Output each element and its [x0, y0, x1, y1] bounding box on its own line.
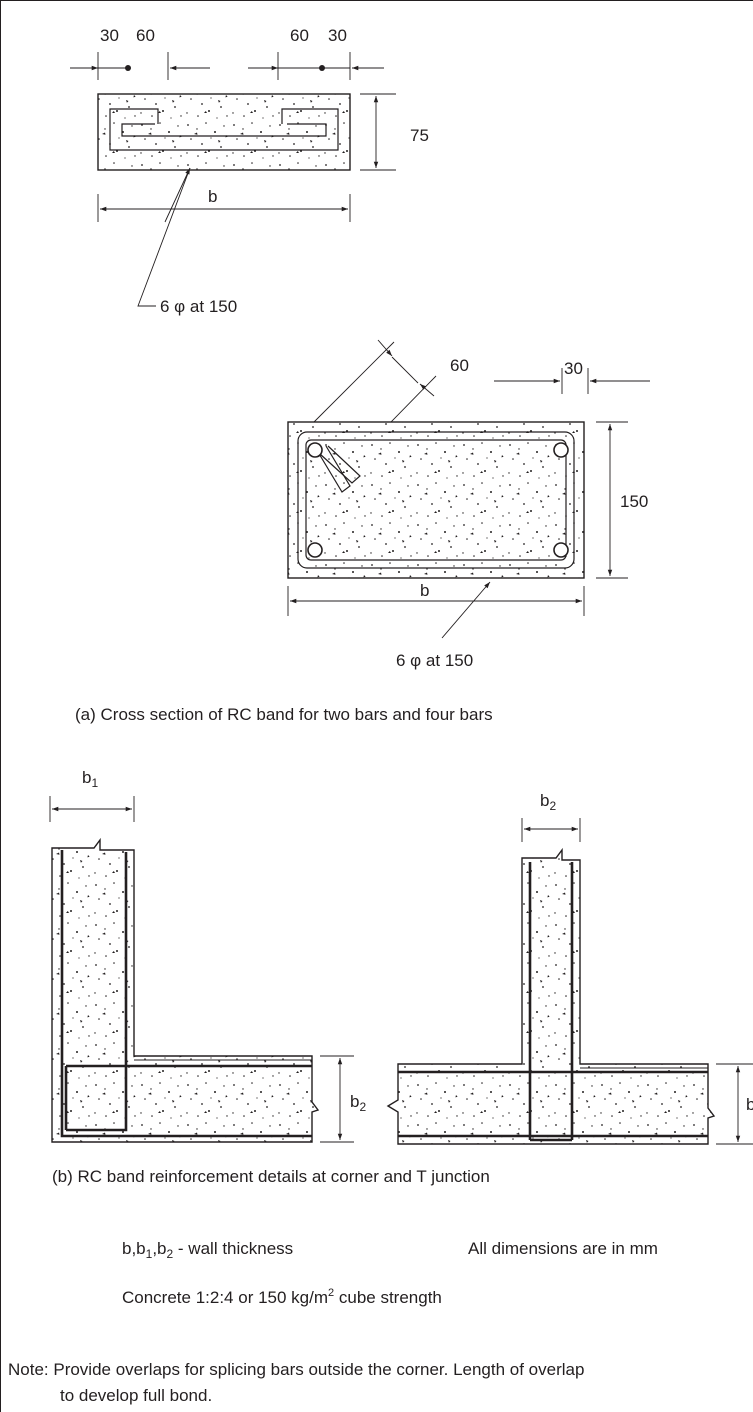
caption-b: (b) RC band reinforcement details at cor… [52, 1167, 490, 1186]
dim-hook-right: 60 [290, 26, 309, 45]
t-junction-detail: b2 b [386, 791, 753, 1145]
dim-cover-left: 30 [100, 26, 119, 45]
dim-cover-30: 30 [564, 359, 583, 378]
four-bar-stirrup [297, 431, 575, 569]
dim-width-b-four: b [420, 581, 429, 600]
stirrup-label-four-bar: 6 φ at 150 [396, 651, 473, 670]
dim-cover-right: 30 [328, 26, 347, 45]
dim-b2-t: b2 [540, 791, 556, 813]
stirrup-label-two-bar: 6 φ at 150 [160, 297, 237, 316]
note-line-2: to develop full bond. [60, 1386, 212, 1405]
bar-bottom-right [553, 542, 569, 558]
bar-top-left [307, 442, 323, 458]
dim-hook-60: 60 [450, 356, 469, 375]
two-bar-section: 30 60 60 30 75 b 6 φ at 150 [70, 26, 429, 316]
corner-outer-bar [60, 850, 312, 1138]
bar-top-right [553, 442, 569, 458]
t-concrete [386, 847, 716, 1145]
corner-concrete [51, 837, 320, 1143]
caption-a: (a) Cross section of RC band for two bar… [75, 705, 493, 724]
legend-units: All dimensions are in mm [468, 1239, 658, 1258]
dim-depth-75: 75 [410, 126, 429, 145]
dim-width-b: b [208, 187, 217, 206]
four-bar-concrete [287, 421, 585, 579]
dim-hook-left: 60 [136, 26, 155, 45]
note-line-1: Note: Provide overlaps for splicing bars… [8, 1360, 584, 1379]
four-bar-section: 60 30 150 b 6 φ at 150 [287, 339, 650, 670]
dim-depth-150: 150 [620, 492, 648, 511]
dim-b-partial: b [746, 1095, 753, 1114]
dim-b2-corner: b2 [350, 1092, 366, 1114]
two-bar-concrete [97, 93, 351, 171]
two-bar-stirrup [109, 108, 339, 151]
legend-wall-thickness: b,b1,b2 - wall thickness [122, 1239, 293, 1261]
legend-concrete: Concrete 1:2:4 or 150 kg/m2 cube strengt… [122, 1287, 442, 1307]
bar-bottom-left [307, 542, 323, 558]
dim-b1: b1 [82, 768, 98, 790]
corner-detail: b1 b2 [49, 768, 366, 1143]
